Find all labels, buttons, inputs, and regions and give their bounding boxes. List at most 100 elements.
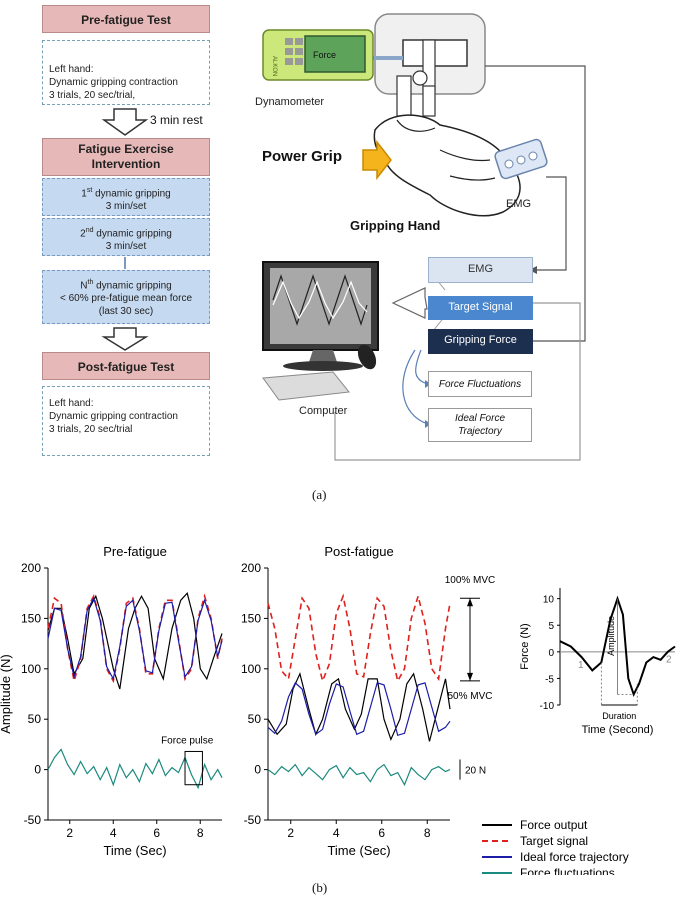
post-fatigue-test-details: Left hand: Dynamic gripping contraction …	[42, 386, 210, 456]
chart1-ytick-label: 0	[34, 763, 41, 777]
inset-point-1-label: 1	[578, 660, 584, 671]
inset-duration-label: Duration	[602, 711, 636, 721]
post-line-1: Left hand:	[49, 398, 94, 409]
dynamometer-label: Dynamometer	[255, 96, 324, 108]
inset-ylabel: Force (N)	[519, 623, 531, 669]
chart1-ytick-label: -50	[24, 813, 42, 827]
intervention-title-1: Fatigue Exercise	[78, 142, 174, 156]
legend-label-target-signal: Target signal	[520, 834, 588, 848]
power-grip-label: Power Grip	[262, 148, 343, 165]
chart2-title: Post-fatigue	[324, 544, 393, 559]
ideal-line-2: Trajectory	[458, 426, 502, 437]
legend-label-ideal-force-trajectory: Ideal force trajectory	[520, 850, 629, 864]
chart2-xtick-label: 6	[378, 826, 385, 840]
ideal-line-1: Ideal Force	[454, 413, 506, 424]
chart2-series-target-signal	[267, 593, 451, 684]
chart2-series-force-fluctuations	[267, 763, 451, 787]
chart2-ytick-label: 0	[254, 763, 261, 777]
set-n-n: N	[80, 280, 88, 292]
chart1-title: Pre-fatigue	[103, 544, 167, 559]
inset-pulse-curve	[559, 595, 676, 697]
pre-fatigue-test-details: Left hand: Dynamic gripping contraction …	[42, 40, 210, 105]
set-connector	[124, 257, 126, 269]
set-2-box: 2nd dynamic gripping 3 min/set	[42, 218, 210, 256]
target-signal-box: Target Signal	[428, 296, 533, 320]
chart1-series-force-fluctuations	[47, 748, 223, 790]
set-2-text: dynamic gripping	[93, 228, 172, 240]
pre-line-1: Left hand:	[49, 64, 94, 75]
chart1-xtick-label: 8	[197, 826, 204, 840]
inset-xlabel: Time (Second)	[582, 724, 654, 736]
inset-point-2-label: 2	[666, 654, 672, 665]
force-fluctuations-box: Force Fluctuations	[428, 371, 532, 397]
inset-ytick-label: 10	[543, 595, 555, 606]
legend-label-force-output: Force output	[520, 818, 588, 832]
arrow-to-computer-icon	[391, 287, 428, 319]
chart2-xtick-label: 8	[424, 826, 431, 840]
inset-ytick-label: 0	[548, 648, 554, 659]
apparatus-diagram: Force ALKON Dynamometer EMG	[255, 13, 586, 461]
caption-a: (a)	[312, 487, 327, 502]
chart1-series-ideal-force-trajectory	[47, 596, 223, 681]
intervention-title-2: Intervention	[91, 157, 161, 171]
post-fatigue-test-header: Post-fatigue Test	[42, 352, 210, 380]
chart2-xtick-label: 4	[333, 826, 340, 840]
set-1-text: dynamic gripping	[92, 188, 171, 200]
gripping-force-box: Gripping Force	[428, 329, 533, 354]
chart2-ytick-label: 150	[241, 611, 261, 625]
post-line-3: 3 trials, 20 sec/trial	[49, 424, 133, 435]
post-line-2: Dynamic gripping contraction	[49, 411, 178, 422]
emg-device-label: EMG	[506, 198, 531, 210]
set-2-n: 2	[80, 228, 86, 240]
chart2-series-ideal-force-trajectory	[267, 681, 451, 737]
down-arrow-icon	[101, 327, 149, 351]
chart1-xtick-label: 2	[66, 826, 73, 840]
chart2-series-force-output	[267, 671, 451, 742]
mvc-100-label: 100% MVC	[445, 575, 496, 586]
gripping-hand-label: Gripping Hand	[350, 218, 441, 233]
chart1-ylabel: Amplitude (N)	[0, 654, 13, 733]
set-1-box: 1st dynamic gripping 3 min/set	[42, 178, 210, 216]
intervention-header: Fatigue Exercise Intervention	[42, 138, 210, 176]
set-1-sub: 3 min/set	[105, 201, 147, 213]
set-n-line3: (last 30 sec)	[98, 306, 154, 318]
inset-amplitude-label: Amplitude	[606, 616, 616, 656]
chart1-xlabel: Time (Sec)	[103, 843, 166, 858]
force-pulse-annotation: Force pulse	[161, 735, 214, 746]
force-pulse-box	[184, 750, 203, 786]
chart2-xtick-label: 2	[287, 826, 294, 840]
pre-line-2: Dynamic gripping contraction	[49, 77, 178, 88]
set-2-sub: 3 min/set	[105, 241, 147, 253]
ideal-force-trajectory-box: Ideal Force Trajectory	[428, 408, 532, 442]
emg-box: EMG	[428, 257, 533, 283]
chart2-ytick-label: 200	[241, 561, 261, 575]
chart1-xtick-label: 6	[153, 826, 160, 840]
set-n-text: dynamic gripping	[93, 280, 172, 292]
rest-label: 3 min rest	[150, 113, 203, 127]
chart1-ytick-label: 150	[21, 611, 41, 625]
caption-b: (b)	[312, 880, 328, 895]
brand-text: ALKON	[271, 56, 277, 76]
set-n-box: Nth dynamic gripping < 60% pre-fatigue m…	[42, 270, 210, 324]
chart1-xtick-label: 4	[110, 826, 117, 840]
computer-screen	[270, 268, 371, 344]
chart2-ytick-label: -50	[244, 813, 262, 827]
mvc-arrowhead-down	[467, 672, 473, 681]
down-arrow-icon	[101, 108, 149, 136]
chart1-ytick-label: 50	[28, 712, 42, 726]
set-2-sup: nd	[85, 227, 94, 234]
pre-fatigue-test-header: Pre-fatigue Test	[42, 5, 210, 33]
legend-label-force-fluctuations: Force fluctuations	[520, 866, 615, 875]
chart1-ytick-label: 100	[21, 662, 41, 676]
mvc-arrowhead-up	[467, 598, 473, 607]
chart2-xlabel: Time (Sec)	[327, 843, 390, 858]
mvc-50-label: 50% MVC	[447, 691, 492, 702]
power-grip-arrow-icon	[362, 139, 392, 181]
inset-ytick-label: -5	[545, 674, 554, 685]
inset-ytick-label: 5	[548, 621, 554, 632]
chart1-ytick-label: 200	[21, 561, 41, 575]
scale-bar-20n-label: 20 N	[465, 766, 486, 777]
mouse-icon	[357, 344, 377, 370]
pre-line-3: 3 trials, 20 sec/trial,	[49, 90, 136, 101]
